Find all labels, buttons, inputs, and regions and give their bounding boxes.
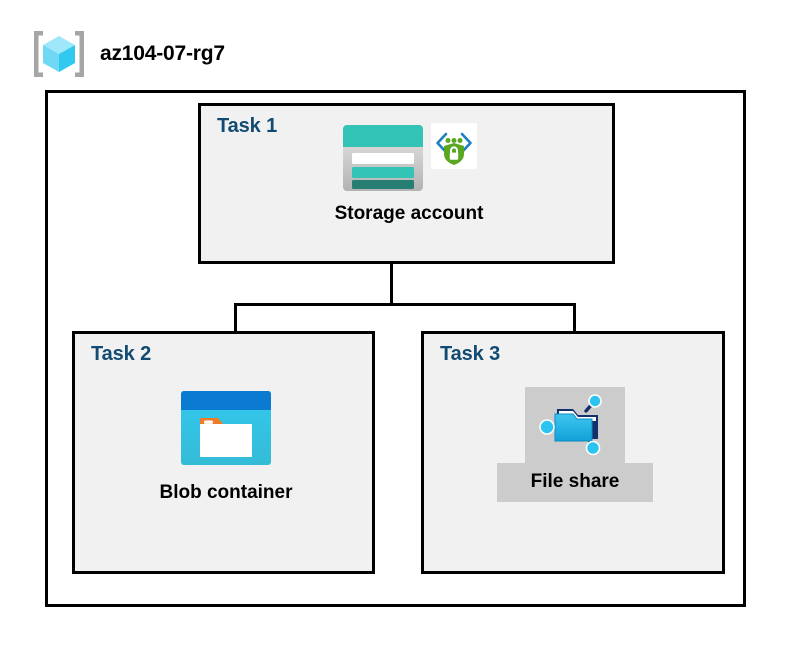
storage-account-caption: Storage account <box>334 203 484 224</box>
node-file-share[interactable]: File share <box>466 387 684 502</box>
task-box-3[interactable]: Task 3 <box>421 331 725 574</box>
task-box-1[interactable]: Task 1 <box>198 103 615 264</box>
connector-trunk <box>390 228 393 305</box>
file-share-icon-group <box>525 387 625 463</box>
resource-group-name: az104-07-rg7 <box>100 42 225 65</box>
file-share-icon <box>539 393 611 457</box>
storage-account-icon-group <box>341 123 477 193</box>
connector-bus <box>234 303 576 306</box>
secure-endpoint-shield-icon <box>431 123 477 169</box>
node-storage-account[interactable]: Storage account <box>293 123 525 225</box>
task-box-2[interactable]: Task 2 <box>72 331 375 574</box>
file-share-caption: File share <box>496 463 654 502</box>
azure-resource-group-icon <box>30 28 88 80</box>
storage-account-icon <box>341 123 425 193</box>
task-3-label: Task 3 <box>440 343 501 365</box>
task-2-label: Task 2 <box>91 343 152 365</box>
blob-container-caption: Blob container <box>159 482 293 503</box>
task-1-label: Task 1 <box>217 115 278 137</box>
blob-container-icon-group <box>180 390 272 466</box>
resource-group-boundary <box>45 90 746 607</box>
blob-container-icon <box>180 390 272 466</box>
resource-group-header: az104-07-rg7 <box>30 28 225 80</box>
node-blob-container[interactable]: Blob container <box>110 390 342 504</box>
